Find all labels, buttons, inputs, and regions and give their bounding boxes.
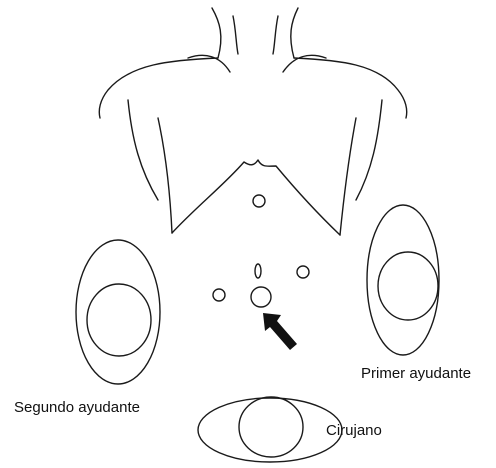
surgeon-outer — [198, 398, 342, 462]
neck-inner-right — [273, 16, 278, 54]
shoulder-left — [99, 58, 218, 118]
first-assistant-inner — [378, 252, 438, 320]
trocar-ports — [213, 195, 309, 307]
arrow-shape — [263, 313, 297, 350]
label-first-assistant: Primer ayudante — [361, 365, 471, 382]
second-assistant-outer — [76, 240, 160, 384]
port-small-oval — [255, 264, 261, 278]
port-upper — [253, 195, 265, 207]
second-assistant-figure — [76, 240, 160, 384]
port-left — [213, 289, 225, 301]
shoulder-right — [294, 58, 407, 118]
neck-left — [212, 8, 221, 58]
neck-right — [291, 8, 298, 58]
first-assistant-figure — [367, 205, 439, 355]
neck-inner-left — [233, 16, 238, 54]
torso-right — [340, 118, 356, 235]
arm-left — [128, 100, 158, 200]
label-second-assistant: Segundo ayudante — [14, 399, 140, 416]
label-surgeon: Cirujano — [326, 422, 382, 439]
port-right — [297, 266, 309, 278]
surgeon-inner — [239, 397, 303, 457]
torso-left — [158, 118, 172, 233]
arrow-up-left-icon — [263, 313, 297, 350]
surgeon-figure — [198, 397, 342, 462]
arm-right — [356, 100, 382, 200]
second-assistant-inner — [87, 284, 151, 356]
port-umbilical — [251, 287, 271, 307]
